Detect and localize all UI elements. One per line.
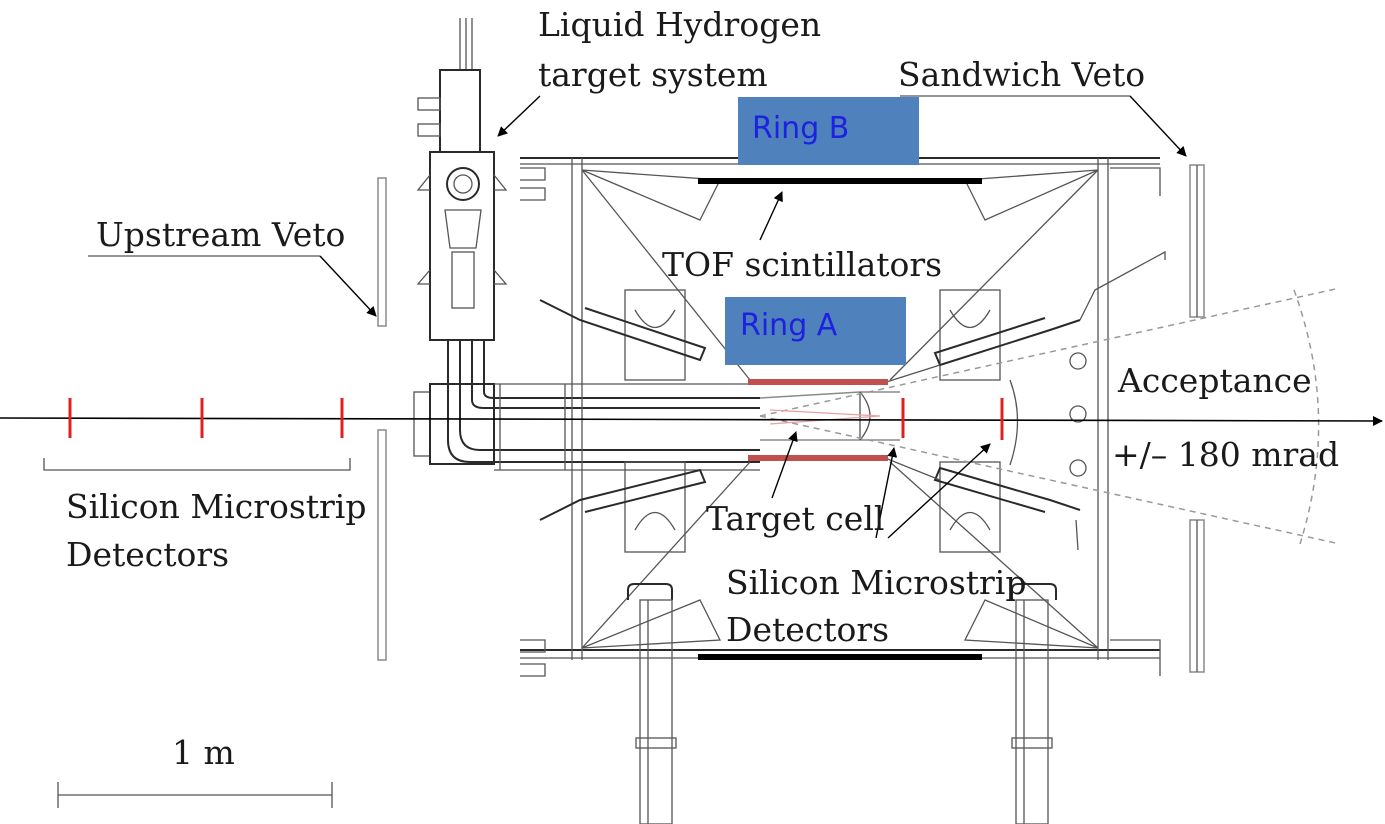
silicon-marker [68, 398, 1004, 440]
leader-lines [88, 95, 1187, 539]
ring-a-box [725, 297, 906, 365]
scale-label: 1 m [172, 733, 235, 772]
sandwich-veto-plate [1189, 164, 1205, 673]
tof-scintillators-label: TOF scintillators [662, 245, 942, 284]
silicon-left-label-line2: Detectors [66, 535, 229, 574]
acceptance-value-label: +/– 180 mrad [1112, 435, 1339, 474]
lh2-label-line1: Liquid Hydrogen [538, 5, 821, 44]
ring-b-label: Ring B [752, 111, 849, 146]
silicon-center-label-line2: Detectors [726, 610, 889, 649]
ring-b-box [738, 97, 919, 165]
silicon-left-label-line1: Silicon Microstrip [66, 487, 366, 526]
beam-line [0, 415, 1383, 426]
lh2-label-line2: target system [538, 55, 768, 94]
acceptance-label: Acceptance [1117, 361, 1312, 400]
scale-bar [57, 782, 333, 808]
ring-a-label: Ring A [740, 308, 838, 343]
lh2-target-system-drawing [413, 18, 760, 471]
silicon-group-bracket [43, 458, 351, 471]
detector-frame [520, 157, 1166, 824]
sandwich-veto-label: Sandwich Veto [898, 55, 1145, 94]
tof-scintillator-red [748, 379, 888, 461]
upstream-veto-label: Upstream Veto [96, 215, 345, 254]
acceptance-cone [759, 287, 1341, 545]
upstream-veto-plate [377, 177, 387, 661]
silicon-center-label-line1: Silicon Microstrip [726, 563, 1026, 602]
tof-scintillator-black [698, 178, 982, 660]
target-cell-label: Target cell [706, 499, 884, 538]
